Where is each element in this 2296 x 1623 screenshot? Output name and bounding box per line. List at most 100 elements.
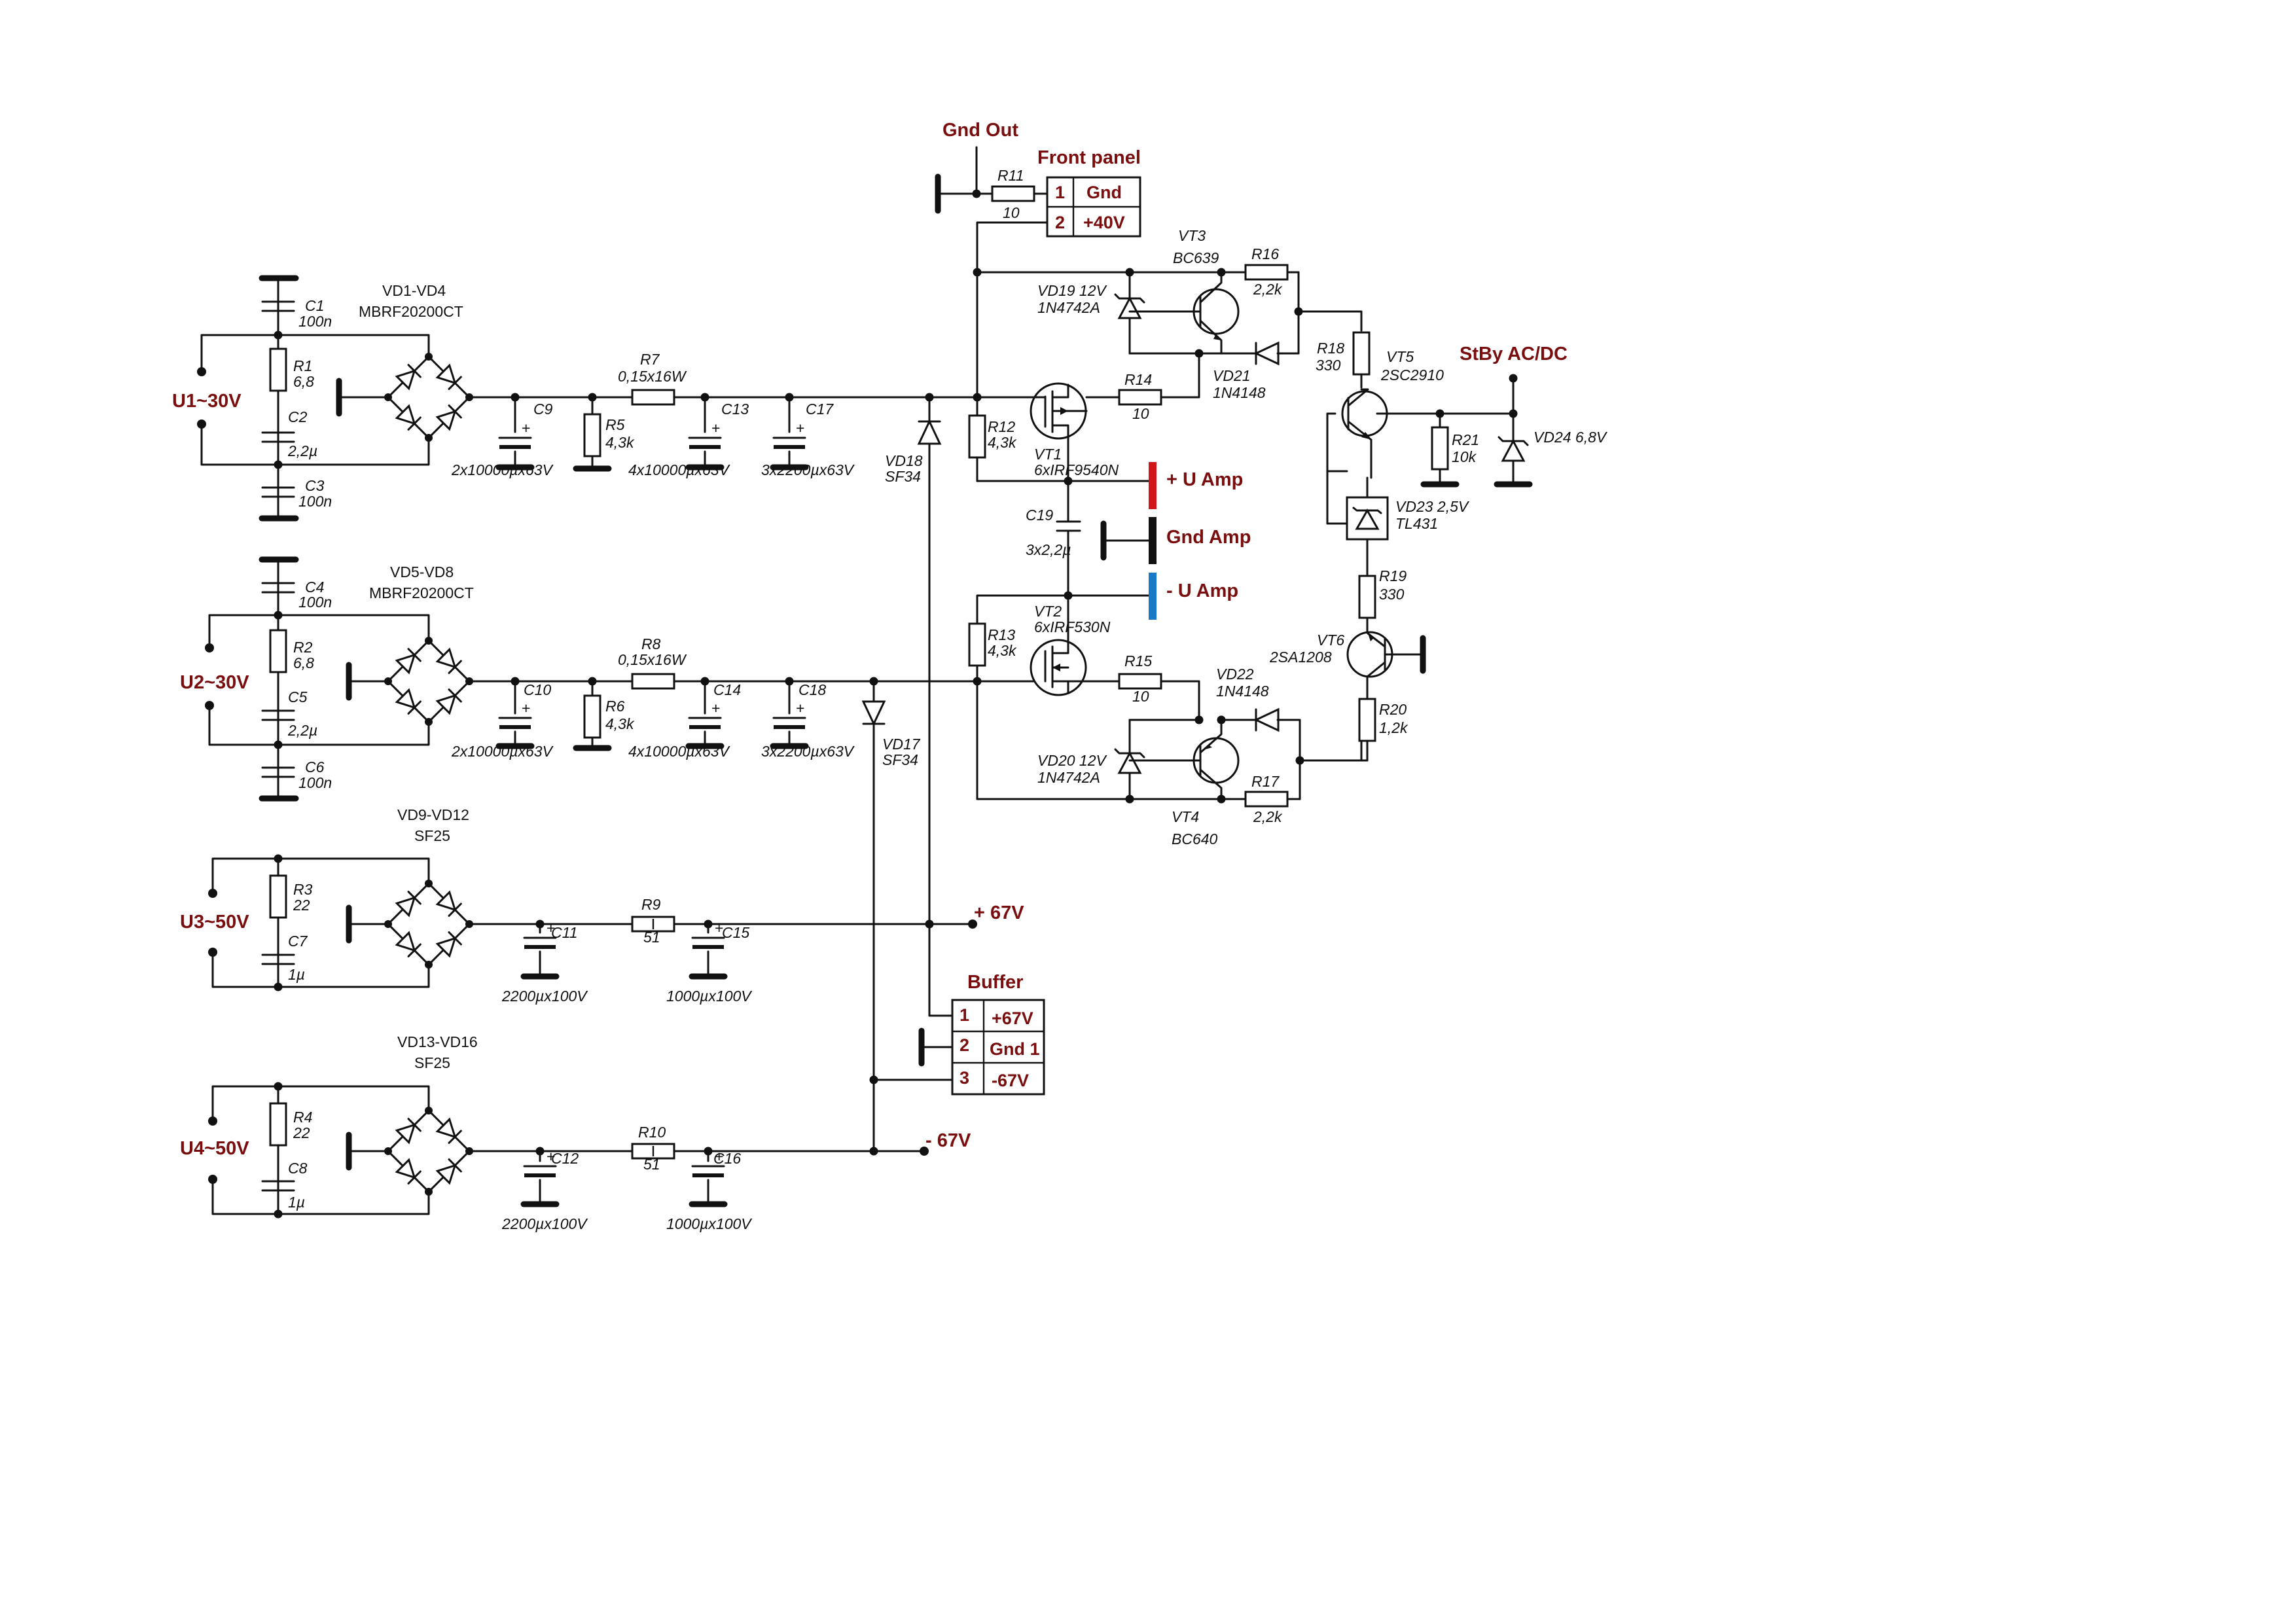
c19-ref: C19 <box>1026 507 1053 524</box>
r11-ref: R11 <box>997 167 1024 184</box>
vd24-ref: VD24 6,8V <box>1534 429 1608 446</box>
c1-ref: C1 <box>305 297 324 314</box>
u-amp-neg-bar <box>1149 573 1157 620</box>
c13-ref: C13 <box>721 401 749 418</box>
vd19-value: 1N4742A <box>1037 299 1100 316</box>
br1-value: MBRF20200CT <box>359 303 463 320</box>
u4-label: U4~50V <box>180 1138 249 1159</box>
c15-value: 1000µx100V <box>666 988 753 1005</box>
vd21-value: 1N4148 <box>1213 384 1266 401</box>
c7-value: 1µ <box>288 966 305 983</box>
r13-value: 4,3k <box>988 642 1017 659</box>
fp-pin2-name: +40V <box>1083 213 1125 232</box>
br4-value: SF25 <box>414 1054 450 1071</box>
c4-value: 100n <box>298 594 332 611</box>
section-u3: R3 22 C7 1µ U3~50V VD9-VD12 SF25 C11 220… <box>180 806 970 1005</box>
gnd-amp-label: Gnd Amp <box>1166 527 1251 548</box>
vd22-value: 1N4148 <box>1216 683 1269 700</box>
buffer-label: Buffer <box>967 972 1023 993</box>
buffer-pin3-name: -67V <box>992 1071 1029 1090</box>
c6-ref: C6 <box>305 758 325 776</box>
br1-ref: VD1-VD4 <box>382 282 446 299</box>
vd23-value: TL431 <box>1395 515 1438 532</box>
vt6-value: 2SA1208 <box>1269 649 1332 666</box>
r10-value: 51 <box>643 1156 660 1173</box>
r21-value: 10k <box>1452 448 1477 465</box>
c17-ref: C17 <box>806 401 834 418</box>
buffer-pin2-name: Gnd 1 <box>990 1039 1040 1059</box>
r14-ref: R14 <box>1124 371 1152 388</box>
u-amp-neg-label: - U Amp <box>1166 580 1238 601</box>
vt4-value: BC640 <box>1172 830 1218 847</box>
r18-value: 330 <box>1316 357 1341 374</box>
buffer-connector: 1 +67V 2 Gnd 1 3 -67V <box>951 999 1045 1096</box>
r9-ref: R9 <box>641 896 661 913</box>
u-amp-pos-bar <box>1149 462 1157 509</box>
c11-ref: C11 <box>551 924 578 941</box>
section-u4: R4 22 C8 1µ U4~50V VD13-VD16 SF25 C12 22… <box>180 1033 925 1232</box>
vd21-ref: VD21 <box>1213 367 1251 384</box>
r8-value: 0,15x16W <box>618 651 687 668</box>
stby-label: StBy AC/DC <box>1460 344 1568 365</box>
r16-value: 2,2k <box>1253 281 1283 298</box>
central-bus: 1 +67V 2 Gnd 1 3 -67V VD18 SF34 VD17 SF3… <box>862 393 1045 1156</box>
buffer-pin2-num: 2 <box>960 1035 969 1055</box>
front-panel-connector: 1 Gnd 2 +40V <box>1046 176 1141 238</box>
c9-value: 2x10000µx63V <box>451 461 554 478</box>
c11-value: 2200µx100V <box>501 988 588 1005</box>
r10-ref: R10 <box>638 1124 666 1141</box>
c16-value: 1000µx100V <box>666 1215 753 1232</box>
c19-value: 3x2,2µ <box>1026 541 1071 558</box>
vt2-value: 6xIRF530N <box>1034 618 1111 635</box>
c9-ref: C9 <box>533 401 553 418</box>
vd17-value: SF34 <box>882 751 918 768</box>
vt2-ref: VT2 <box>1034 603 1062 620</box>
r2-value: 6,8 <box>293 654 314 671</box>
vt4-ref: VT4 <box>1172 808 1199 825</box>
c3-ref: C3 <box>305 477 325 494</box>
vt6-ref: VT6 <box>1317 632 1344 649</box>
c10-ref: C10 <box>524 681 551 698</box>
c2-ref: C2 <box>288 408 308 425</box>
buffer-pin1-num: 1 <box>960 1005 969 1025</box>
r9-value: 51 <box>643 929 660 946</box>
fp-pin1-num: 1 <box>1055 183 1065 202</box>
vd17-ref: VD17 <box>882 736 921 753</box>
c4-ref: C4 <box>305 579 324 596</box>
r3-ref: R3 <box>293 881 313 898</box>
u-amp-pos-label: + U Amp <box>1166 469 1243 490</box>
r1-ref: R1 <box>293 357 312 374</box>
r6-ref: R6 <box>605 698 625 715</box>
br2-value: MBRF20200CT <box>369 584 474 601</box>
r14-value: 10 <box>1132 405 1149 422</box>
standby-section: R18 330 VT5 2SC2910 StBy AC/DC R21 10k V… <box>1269 331 1608 762</box>
gnd-out-label: Gnd Out <box>942 120 1018 141</box>
c1-value: 100n <box>298 313 332 330</box>
section-u1: C1 100n R1 6,8 C2 2,2µ C3 100n U1~30V VD… <box>172 275 980 522</box>
r12-ref: R12 <box>988 418 1015 435</box>
c13-value: 4x10000µx63V <box>628 461 731 478</box>
r12-value: 4,3k <box>988 434 1017 451</box>
c6-value: 100n <box>298 774 332 791</box>
c8-ref: C8 <box>288 1160 308 1177</box>
c7-ref: C7 <box>288 933 308 950</box>
u1-label: U1~30V <box>172 391 242 412</box>
r20-ref: R20 <box>1379 701 1407 718</box>
gnd-amp-bar <box>1149 517 1157 564</box>
c5-value: 2,2µ <box>287 722 317 739</box>
r19-ref: R19 <box>1379 567 1407 584</box>
r4-ref: R4 <box>293 1109 312 1126</box>
c14-ref: C14 <box>713 681 741 698</box>
c17-value: 3x2200µx63V <box>761 461 855 478</box>
c16-ref: C16 <box>713 1150 741 1167</box>
r11-value: 10 <box>1003 204 1020 221</box>
c14-value: 4x10000µx63V <box>628 743 731 760</box>
fp-pin2-num: 2 <box>1055 213 1065 232</box>
r3-value: 22 <box>293 897 310 914</box>
br3-value: SF25 <box>414 827 450 844</box>
c18-ref: C18 <box>798 681 826 698</box>
r15-ref: R15 <box>1124 652 1152 669</box>
r4-value: 22 <box>293 1124 310 1141</box>
vt1-value: 6xIRF9540N <box>1034 461 1119 478</box>
vd18-value: SF34 <box>885 468 921 485</box>
